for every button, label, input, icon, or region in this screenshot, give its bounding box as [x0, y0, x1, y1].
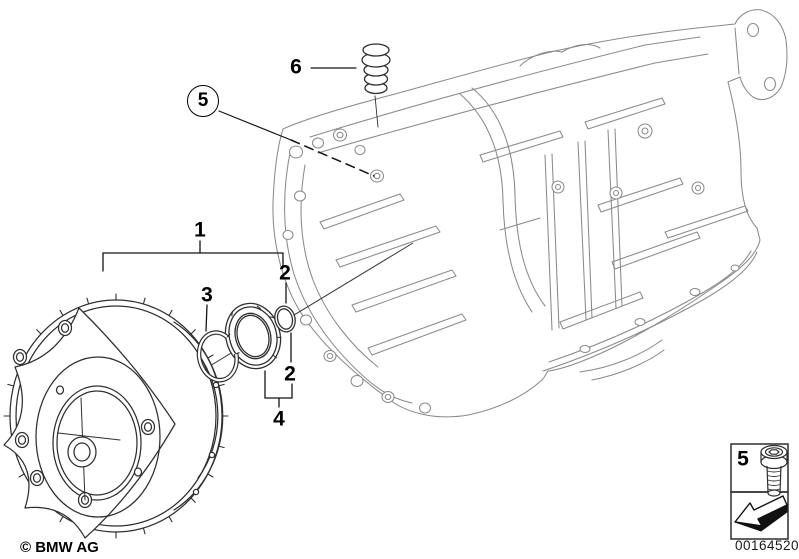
legend-item-number[interactable]: 5	[737, 447, 749, 471]
torque-converter-drawing	[3, 293, 229, 539]
snap-ring-drawing	[196, 330, 240, 383]
callout-2-lower[interactable]: 2	[284, 362, 296, 386]
callout-4[interactable]: 4	[273, 407, 285, 431]
copyright-watermark: © BMW AG	[20, 539, 99, 556]
callout-3[interactable]: 3	[201, 283, 213, 307]
callout-5-label: 5	[197, 90, 209, 111]
callout-1[interactable]: 1	[194, 218, 206, 242]
direction-arrow-icon	[734, 495, 788, 532]
transmission-housing-drawing	[272, 9, 788, 418]
leader-lines	[102, 67, 375, 408]
image-number: 00164520	[735, 538, 799, 553]
legend-box	[730, 443, 789, 540]
callout-2-upper[interactable]: 2	[279, 261, 291, 285]
socket-screw-icon	[760, 444, 788, 497]
o-ring-drawing	[274, 305, 296, 333]
vent-plug-drawing	[361, 43, 391, 128]
callout-6[interactable]: 6	[290, 55, 302, 79]
callout-5-circled[interactable]: 5	[187, 85, 219, 117]
axis-centerline	[184, 242, 414, 382]
